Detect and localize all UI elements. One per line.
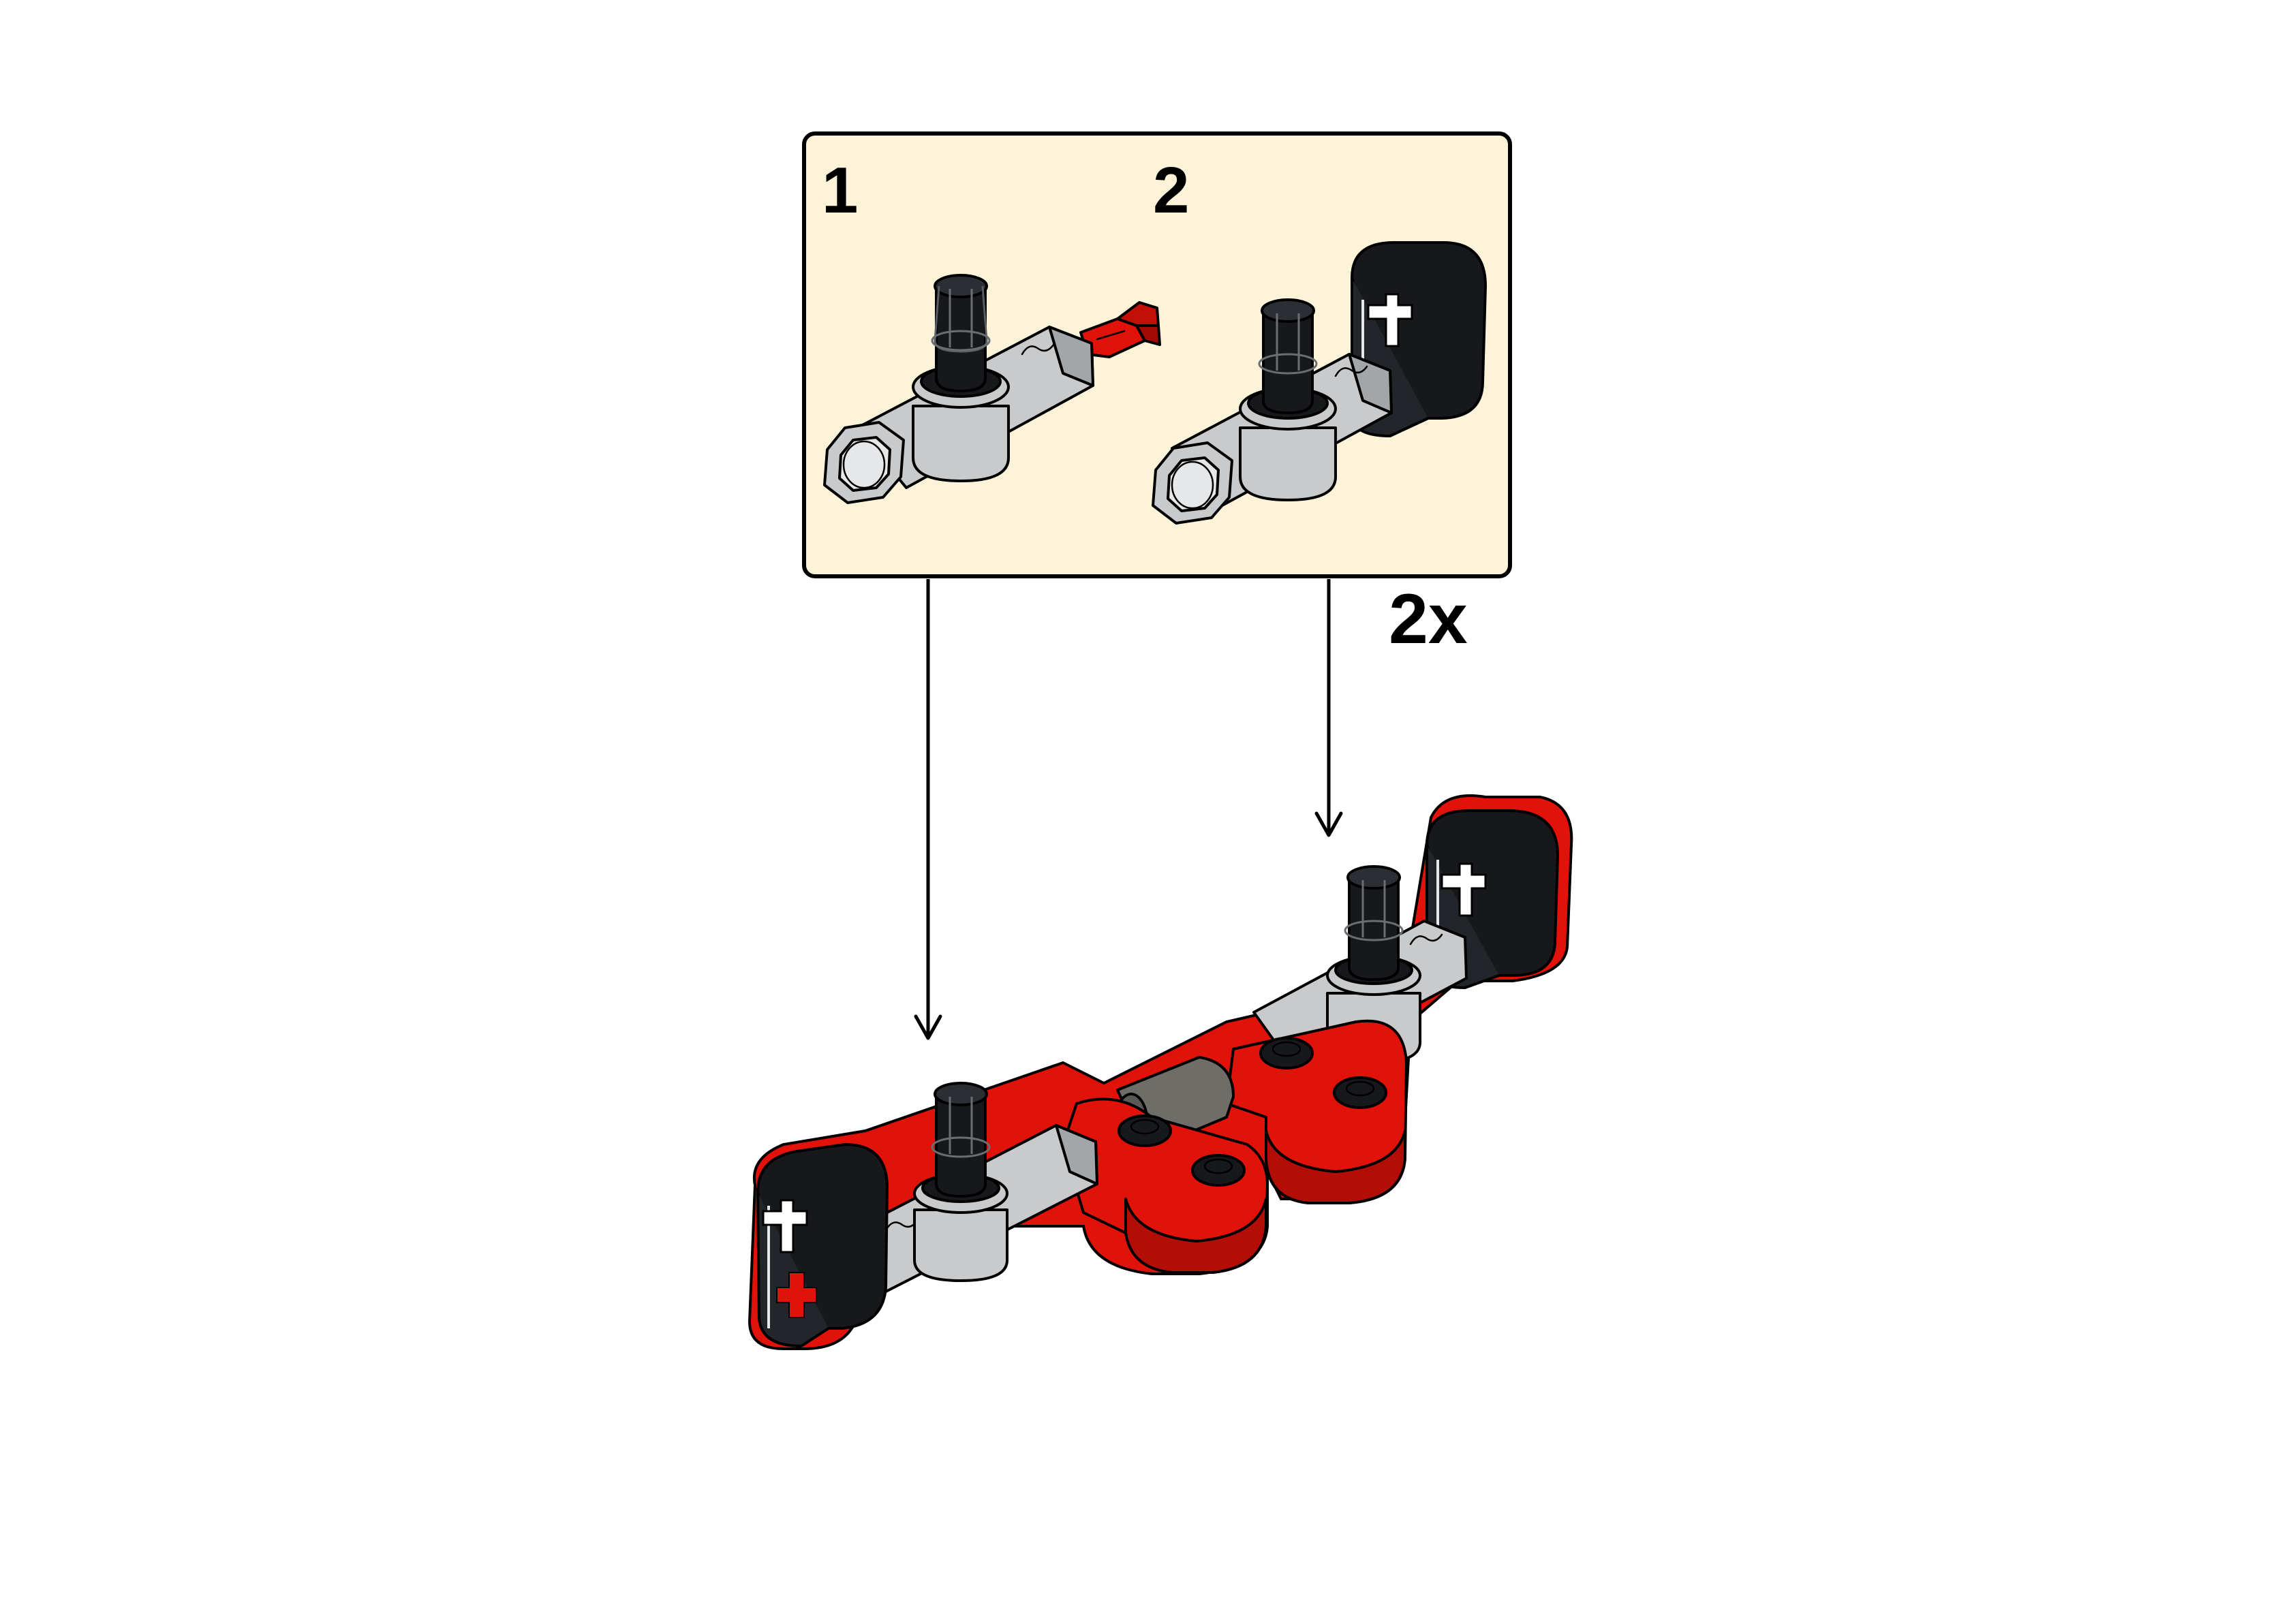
axle-connector-icon <box>1152 353 1393 525</box>
plus-icon <box>776 1272 817 1318</box>
arrow-to-right-slot <box>1314 579 1343 837</box>
pin-icon <box>931 1082 991 1198</box>
pin-icon <box>1344 865 1404 981</box>
beam-end-icon <box>756 1143 889 1347</box>
liftarm-icon <box>1225 1019 1408 1204</box>
step-1-number: 1 <box>822 154 858 227</box>
arrow-icon <box>1314 811 1343 837</box>
arrow-icon <box>914 1014 942 1040</box>
quantity-multiplier: 2x <box>1389 580 1468 659</box>
step-1-assembly <box>823 274 1161 504</box>
step-2-assembly <box>1152 241 1487 525</box>
sub-assembly-callout: 1 2 <box>802 131 1512 578</box>
pin-icon <box>931 274 991 392</box>
pin-icon <box>1258 298 1318 414</box>
liftarm-icon <box>1062 1097 1269 1274</box>
step-2-number: 2 <box>1153 154 1189 227</box>
arrow-to-left-slot <box>914 579 942 1040</box>
main-assembly <box>748 794 1573 1350</box>
